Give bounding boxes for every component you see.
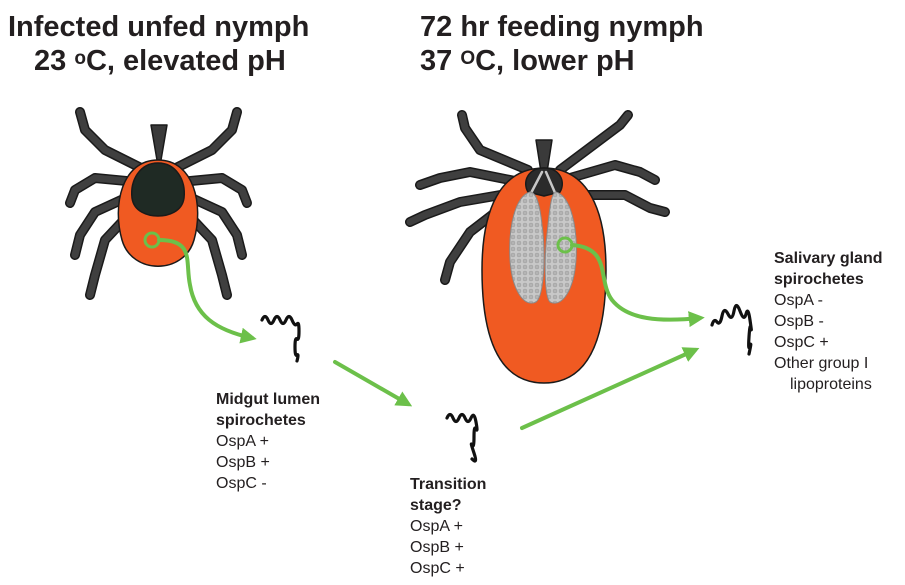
salivary-spirochete	[712, 306, 751, 355]
unfed-nymph-heading: Infected unfed nymph 23 oC, elevated pH	[8, 10, 309, 78]
unfed-heading-line2: 23 oC, elevated pH	[8, 44, 309, 78]
transition-item: OspA +	[410, 516, 486, 537]
salivary-title-line2: spirochetes	[774, 269, 883, 290]
feeding-tick-mouthparts	[536, 140, 552, 172]
feeding-degree-sup: O	[460, 48, 475, 69]
salivary-item: OspC +	[774, 332, 883, 353]
feeding-nymph-tick	[410, 115, 665, 383]
transition-label: Transition stage? OspA + OspB + OspC +	[410, 474, 486, 579]
salivary-item: Other group I	[774, 353, 883, 374]
feeding-temp-suffix: C, lower pH	[475, 45, 635, 77]
unfed-tick-scutum	[132, 163, 185, 216]
transition-item: OspC +	[410, 558, 486, 579]
transition-title-line2: stage?	[410, 495, 486, 516]
arrow-midgut-to-transition	[335, 362, 408, 404]
transition-item: OspB +	[410, 537, 486, 558]
unfed-temp-prefix: 23	[34, 45, 74, 77]
midgut-title-line1: Midgut lumen	[216, 389, 320, 410]
unfed-nymph-tick	[70, 112, 247, 295]
unfed-degree-sup: o	[74, 48, 86, 69]
salivary-title-line1: Salivary gland	[774, 248, 883, 269]
midgut-item: OspA +	[216, 431, 320, 452]
transition-spirochete	[447, 415, 477, 462]
midgut-item: OspC -	[216, 473, 320, 494]
salivary-label: Salivary gland spirochetes OspA - OspB -…	[774, 248, 883, 395]
feeding-temp-prefix: 37	[420, 45, 460, 77]
feeding-heading-line1: 72 hr feeding nymph	[420, 10, 704, 44]
midgut-item: OspB +	[216, 452, 320, 473]
midgut-spirochete	[262, 317, 299, 362]
midgut-label: Midgut lumen spirochetes OspA + OspB + O…	[216, 389, 320, 494]
unfed-temp-suffix: C, elevated pH	[86, 45, 286, 77]
midgut-title-line2: spirochetes	[216, 410, 320, 431]
transition-title-line1: Transition	[410, 474, 486, 495]
unfed-tick-mouthparts	[151, 125, 167, 160]
salivary-item: lipoproteins	[774, 374, 883, 395]
feeding-tick-body	[482, 168, 606, 383]
salivary-item: OspB -	[774, 311, 883, 332]
feeding-nymph-heading: 72 hr feeding nymph 37 OC, lower pH	[420, 10, 704, 78]
salivary-item: OspA -	[774, 290, 883, 311]
feeding-heading-line2: 37 OC, lower pH	[420, 44, 704, 78]
unfed-heading-line1: Infected unfed nymph	[8, 10, 309, 44]
